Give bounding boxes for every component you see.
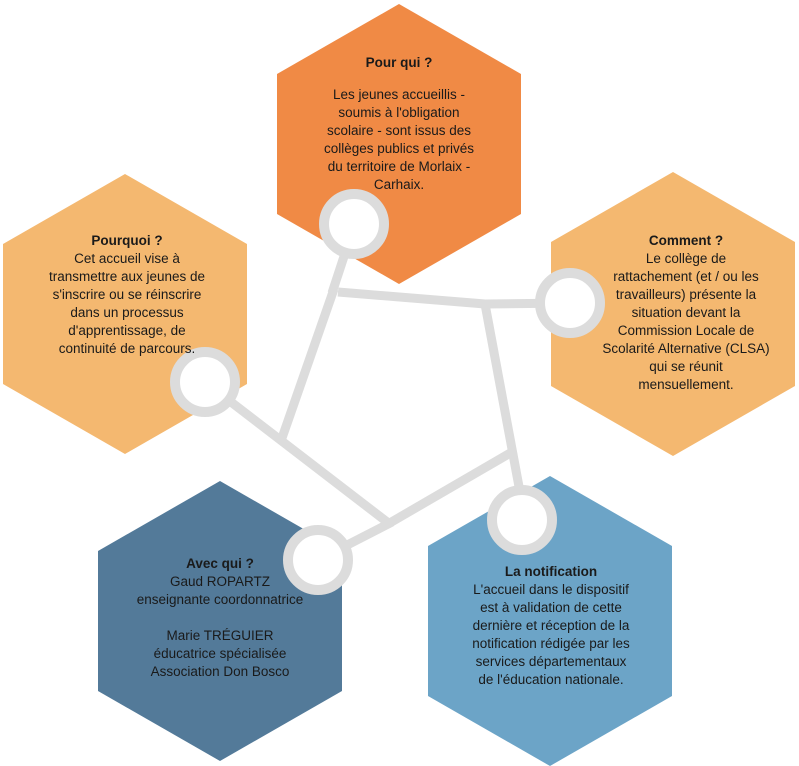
connector-line — [277, 287, 339, 440]
hexagon-comment — [551, 172, 795, 456]
title-notification: La notification — [504, 564, 598, 579]
text-pourquoi: Pourquoi ? Cet accueil vise à transmettr… — [22, 232, 232, 358]
title-avec-qui: Avec qui ? — [186, 556, 254, 571]
title-pour-qui: Pour qui ? — [365, 55, 433, 70]
node-ring-pour-qui — [319, 189, 389, 259]
connector-line — [480, 303, 525, 493]
connector-line — [385, 448, 515, 528]
connector-line — [202, 378, 394, 529]
node-ring-comment — [535, 268, 605, 338]
node-ring-avec-qui — [283, 525, 353, 595]
text-pour-qui: Pour qui ? Les jeunes accueillis - soumi… — [305, 54, 493, 194]
text-notification: La notification L'accueil dans le dispos… — [440, 563, 662, 689]
body-avec-qui: Gaud ROPARTZ enseignante coordonnatrice … — [136, 574, 304, 679]
title-pourquoi: Pourquoi ? — [91, 233, 163, 248]
hexagon-avec-qui — [98, 481, 342, 761]
body-pourquoi: Cet accueil vise à transmettre aux jeune… — [48, 251, 206, 356]
body-pour-qui: Les jeunes accueillis - soumis à l'oblig… — [323, 87, 475, 192]
text-avec-qui: Avec qui ? Gaud ROPARTZ enseignante coor… — [110, 555, 330, 681]
text-comment: Comment ? Le collège de rattachement (et… — [574, 232, 798, 394]
hexagon-notification — [428, 476, 672, 766]
connector-line — [337, 287, 486, 309]
title-comment: Comment ? — [648, 233, 724, 248]
node-ring-notification — [487, 485, 557, 555]
body-comment: Le collège de rattachement (et / ou les … — [602, 251, 770, 392]
connector-nodes — [170, 189, 605, 595]
body-notification: L'accueil dans le dispositif est à valid… — [472, 582, 630, 687]
node-ring-pourquoi — [170, 347, 240, 417]
